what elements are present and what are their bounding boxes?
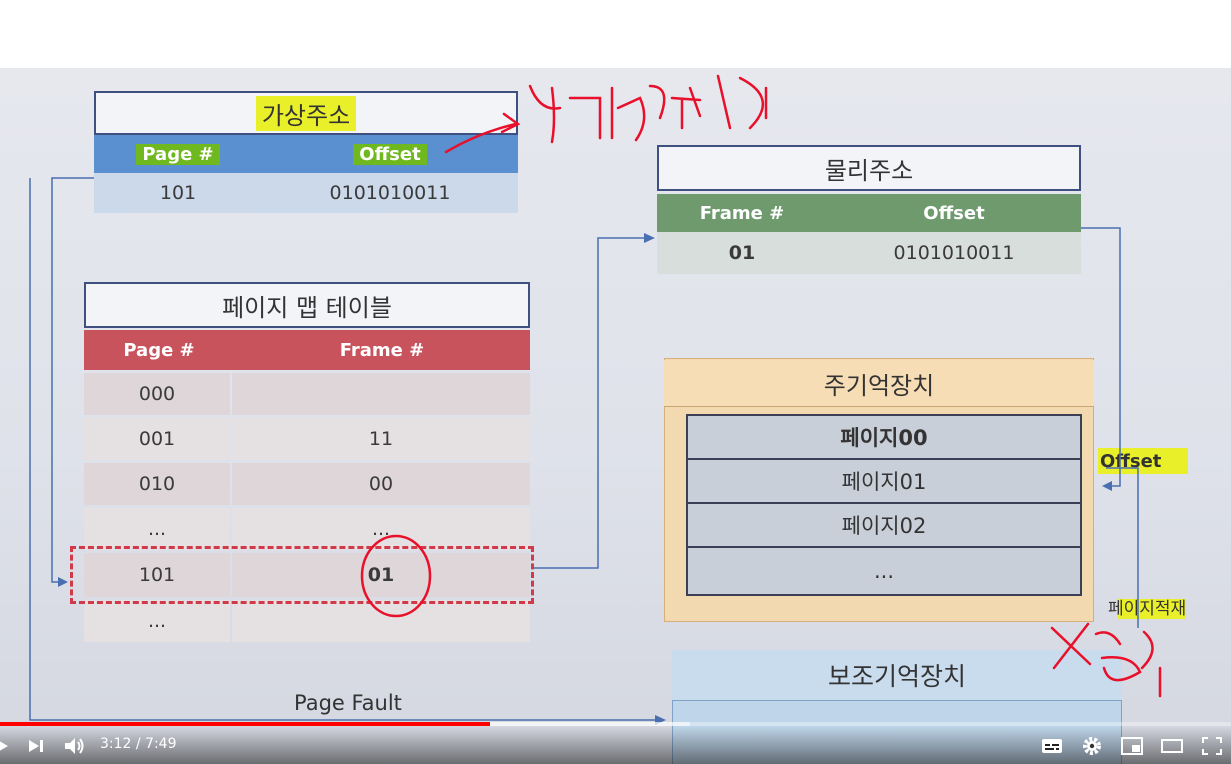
memory-page: ... [686, 546, 1082, 596]
pmt-row-page: 000 [84, 373, 230, 415]
arrow-head [1102, 481, 1112, 491]
miniplayer-icon[interactable] [1120, 735, 1144, 757]
pmt-row-frame: 11 [232, 418, 530, 460]
secondary-storage-title: 보조기억장치 [672, 650, 1122, 701]
volume-icon[interactable] [62, 735, 86, 757]
video-frame[interactable]: 가상주소 Page # Offset 101 0101010011 물리주소 F… [0, 68, 1231, 764]
play-icon[interactable] [0, 735, 14, 757]
pmt-row-page: ... [84, 600, 230, 642]
virtual-offset-header: Offset [262, 135, 518, 173]
pmt-row-frame: ... [232, 508, 530, 550]
time-display: 3:12 / 7:49 [100, 736, 177, 752]
page-map-table-title: 페이지 맵 테이블 [84, 282, 530, 328]
player-controls-bar [0, 726, 1231, 764]
circle-annotation [360, 534, 432, 618]
main-memory-title: 주기억장치 [664, 360, 1094, 407]
pmt-row-frame-highlighted: 01 [232, 553, 530, 597]
offset-label: Offset [1098, 448, 1188, 474]
theater-icon[interactable] [1160, 735, 1184, 757]
highlight-dashed-box [70, 546, 534, 604]
next-icon[interactable] [24, 735, 48, 757]
subtitles-icon[interactable] [1040, 735, 1064, 757]
handwriting-right [1050, 622, 1162, 698]
progress-played [0, 722, 490, 726]
pmt-row-frame: 00 [232, 463, 530, 505]
pmt-row-page: ... [84, 508, 230, 550]
physical-offset-header: Offset [827, 194, 1081, 232]
physical-address-title: 물리주소 [657, 145, 1081, 191]
pmt-row-page-highlighted: 101 [84, 553, 230, 597]
page-fault-label: Page Fault [294, 691, 402, 715]
page-load-label: 페이지적재 [1108, 599, 1187, 619]
arrow-annotation [444, 112, 521, 154]
virtual-page-value: 101 [94, 173, 262, 213]
physical-frame-header: Frame # [657, 194, 827, 232]
virtual-offset-value: 0101010011 [262, 173, 518, 213]
virtual-page-header: Page # [94, 135, 262, 173]
handwriting-top [528, 74, 768, 144]
connector-page-fault [29, 178, 660, 721]
connector-offset [1081, 227, 1121, 487]
pmt-row-frame [232, 600, 530, 642]
physical-offset-value: 0101010011 [827, 232, 1081, 274]
connector-pmt-to-physical [534, 237, 650, 569]
pmt-row-page: 010 [84, 463, 230, 505]
pmt-row-page: 001 [84, 418, 230, 460]
arrow-head [58, 577, 68, 587]
pmt-page-header: Page # [84, 330, 234, 370]
fullscreen-icon[interactable] [1200, 735, 1224, 757]
connector-page-load [1106, 467, 1139, 628]
physical-frame-value: 01 [657, 232, 827, 274]
pmt-frame-header: Frame # [234, 330, 530, 370]
handwriting-annotations [360, 74, 1162, 698]
connector-lines [29, 177, 1139, 725]
virtual-address-title: 가상주소 [94, 91, 518, 135]
settings-icon[interactable] [1080, 735, 1104, 757]
arrow-head [644, 233, 655, 243]
pmt-row-frame [232, 373, 530, 415]
